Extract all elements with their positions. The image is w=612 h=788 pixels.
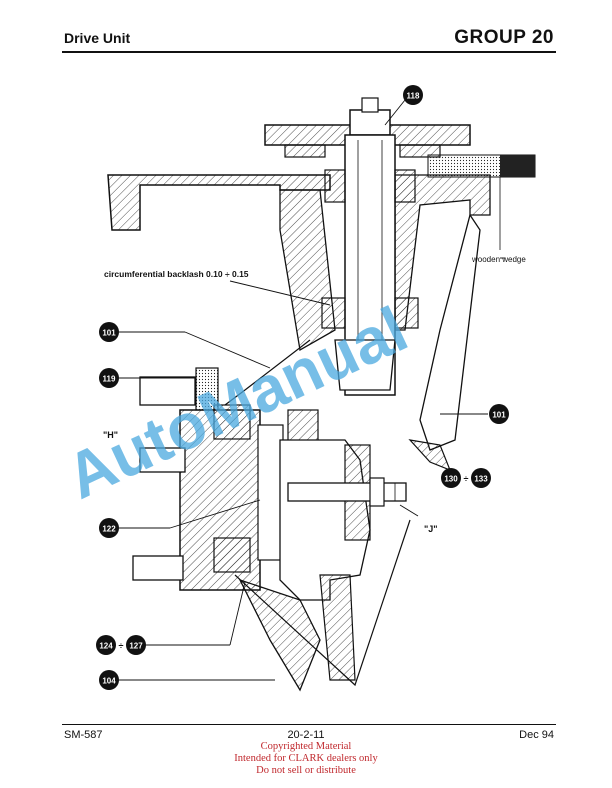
callout-130-133-sep: ÷ [464,474,469,484]
callout-104: 104 [99,670,119,690]
callout-119-text: 119 [103,375,116,384]
view-h-label: "H" [103,430,118,440]
callout-124: 124 [96,635,116,655]
page-number: 20-2-11 [287,729,325,741]
group-title: GROUP 20 [454,27,554,48]
copyright-line-3: Do not sell or distribute [256,765,356,776]
callout-122: 122 [99,518,119,538]
callout-101-right-text: 101 [492,411,506,420]
callout-130: 130 [441,468,461,488]
callout-133: 133 [471,468,491,488]
header-rule [62,51,556,53]
callout-124-text: 124 [99,642,113,651]
callout-127-text: 127 [129,642,143,651]
callout-124-127-sep: ÷ [119,641,124,651]
callout-118-text: 118 [407,92,420,101]
callout-122-text: 122 [102,525,116,534]
view-j-label: "J" [424,524,438,534]
callout-118: 118 [403,85,423,105]
manual-number: SM-587 [64,729,103,741]
pinion-shaft [321,134,419,396]
issue-date: Dec 94 [519,729,554,741]
housing [107,174,491,472]
copyright-line-1: Copyrighted Material [260,741,352,752]
callout-104-text: 104 [102,677,116,686]
footer-rule [62,724,556,725]
callout-101-left: 101 [99,322,119,342]
callout-127: 127 [126,635,146,655]
wooden-wedge-label: wooden wedge [471,255,526,264]
section-title: Drive Unit [64,30,131,46]
backlash-label: circumferential backlash 0.10 ÷ 0.15 [104,269,249,279]
callout-119: 119 [99,368,119,388]
lower-housing [224,339,411,692]
copyright-line-2: Intended for CLARK dealers only [234,753,378,764]
leader-lines [118,99,505,681]
wheel-hub [132,367,319,591]
callout-101-right: 101 [489,404,509,424]
callout-130-text: 130 [444,475,458,484]
callout-133-text: 133 [474,475,488,484]
callout-101-left-text: 101 [102,329,116,338]
bolt-130-133 [287,477,407,507]
